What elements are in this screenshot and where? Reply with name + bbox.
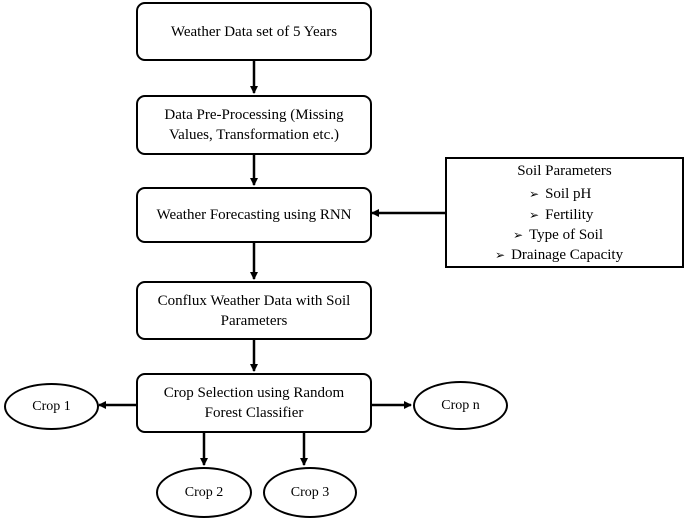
step-weather-dataset: Weather Data set of 5 Years	[136, 2, 372, 61]
arrow-bullet-icon: ➢	[529, 187, 540, 201]
step-conflux-data: Conflux Weather Data with Soil Parameter…	[136, 281, 372, 340]
step-weather-forecasting-label: Weather Forecasting using RNN	[156, 207, 352, 223]
soil-item-label: Fertility	[545, 207, 594, 223]
step-weather-dataset-label: Weather Data set of 5 Years	[170, 23, 338, 40]
step-conflux-data-line1: Conflux Weather Data with Soil	[157, 292, 351, 309]
soil-item-fertility: ➢ Fertility	[529, 207, 593, 224]
step-crop-selection: Crop Selection using Random Forest Class…	[136, 373, 372, 433]
crop-2-node: Crop 2	[156, 467, 252, 518]
crop-1-node: Crop 1	[4, 383, 99, 430]
step-conflux-data-line2: Parameters	[220, 312, 288, 329]
soil-item-label: Type of Soil	[529, 227, 604, 243]
crop-2-label: Crop 2	[184, 484, 224, 500]
crop-1-label: Crop 1	[32, 398, 71, 414]
soil-item-drainage: ➢ Drainage Capacity	[495, 247, 623, 264]
soil-item-label: Drainage Capacity	[511, 247, 624, 263]
soil-item-ph: ➢ Soil pH	[529, 186, 591, 203]
soil-parameters-box: Soil Parameters ➢ Soil pH ➢ Fertility ➢ Typ…	[445, 157, 684, 268]
soil-item-label: Soil pH	[545, 186, 592, 202]
crop-n-node: Crop n	[413, 381, 508, 430]
step-crop-selection-line1: Crop Selection using Random	[163, 385, 345, 401]
arrow-bullet-icon: ➢	[513, 228, 524, 242]
step-crop-selection-line2: Forest Classifier	[204, 405, 304, 421]
crop-n-label: Crop n	[441, 397, 480, 413]
crop-3-node: Crop 3	[263, 467, 357, 518]
arrow-bullet-icon: ➢	[495, 248, 506, 262]
soil-item-type: ➢ Type of Soil	[513, 227, 603, 244]
step-data-preprocessing-line2: Values, Transformation etc.)	[169, 127, 339, 143]
step-data-preprocessing-line1: Data Pre-Processing (Missing	[164, 107, 344, 123]
soil-parameters-title: Soil Parameters	[517, 163, 612, 179]
step-data-preprocessing: Data Pre-Processing (Missing Values, Tra…	[136, 95, 372, 155]
crop-3-label: Crop 3	[290, 484, 330, 500]
step-weather-forecasting: Weather Forecasting using RNN	[136, 187, 372, 243]
arrow-bullet-icon: ➢	[529, 208, 540, 222]
